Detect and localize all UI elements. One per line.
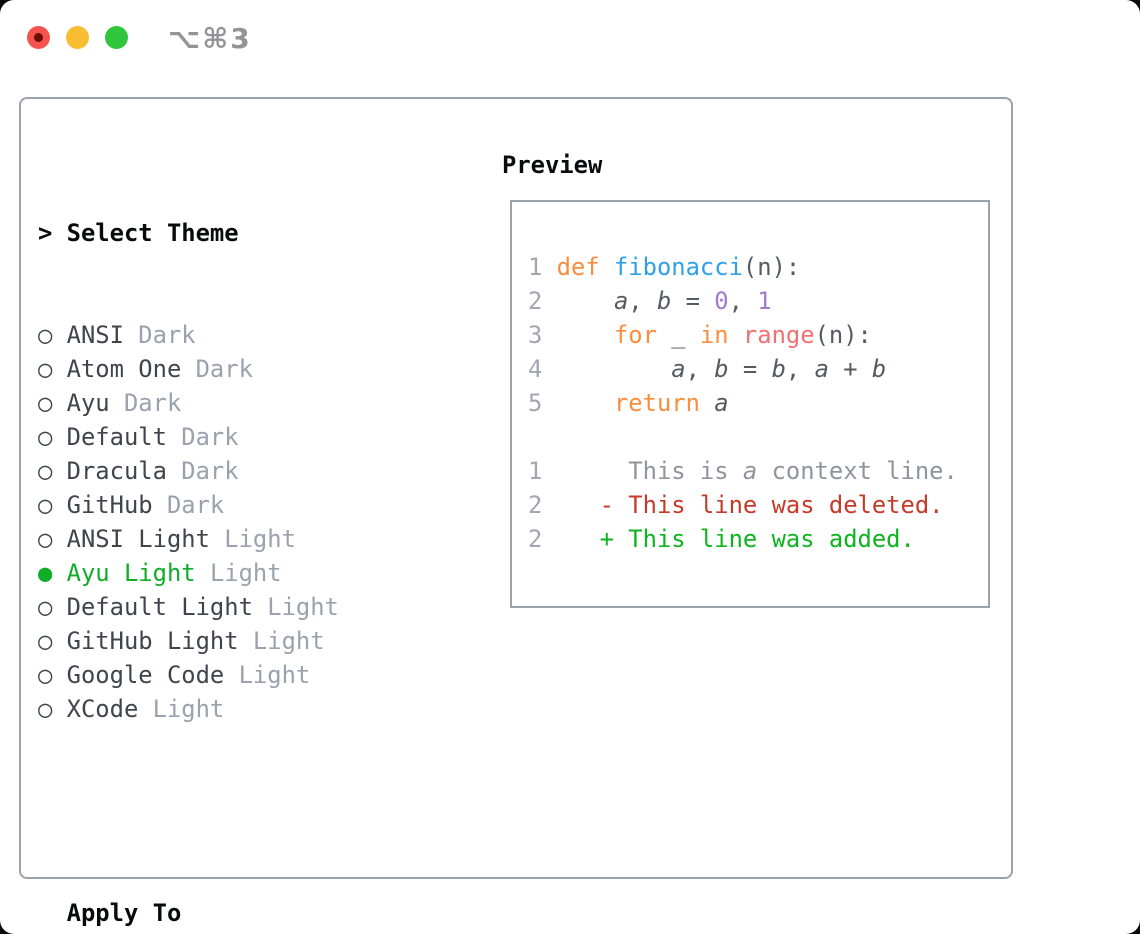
theme-variant: Light <box>267 593 339 621</box>
radio-unselected-icon: ○ <box>38 321 53 349</box>
theme-variant: Dark <box>138 321 196 349</box>
code-line: 1 This is a context line. <box>528 457 958 485</box>
theme-variant: Light <box>224 525 296 553</box>
theme-option-default[interactable]: ○ Default Dark <box>38 420 439 454</box>
radio-unselected-icon: ○ <box>38 355 53 383</box>
theme-variant: Light <box>209 559 282 587</box>
radio-unselected-icon: ○ <box>38 695 53 723</box>
theme-option-ayu[interactable]: ○ Ayu Dark <box>38 386 439 420</box>
radio-unselected-icon: ○ <box>38 627 53 655</box>
theme-option-ansi[interactable]: ○ ANSI Dark <box>38 318 439 352</box>
code-line: 1 def fibonacci(n): <box>528 253 801 281</box>
code-line: 2 - This line was deleted. <box>528 491 944 519</box>
select-theme-header-label: Select Theme <box>66 219 239 247</box>
theme-name: Google Code <box>66 661 225 689</box>
theme-variant: Dark <box>166 491 225 519</box>
theme-name: Default Light <box>66 593 253 621</box>
radio-unselected-icon: ○ <box>38 389 53 417</box>
apply-to-header: Apply To <box>38 896 439 930</box>
theme-name: Ayu <box>66 389 110 417</box>
title-bar: ⌥⌘3 <box>0 0 1140 76</box>
theme-option-github[interactable]: ○ GitHub Dark <box>38 488 439 522</box>
theme-name: Ayu Light <box>66 559 196 587</box>
theme-option-default-light[interactable]: ○ Default Light Light <box>38 590 439 624</box>
theme-option-github-light[interactable]: ○ GitHub Light Light <box>38 624 439 658</box>
radio-unselected-icon: ○ <box>38 491 53 519</box>
theme-variant: Light <box>252 627 325 655</box>
code-line: 5 return a <box>528 389 729 417</box>
theme-option-ayu-light[interactable]: ● Ayu Light Light <box>38 556 439 590</box>
theme-variant: Dark <box>181 457 239 485</box>
close-button[interactable] <box>27 26 50 49</box>
select-theme-header: > Select Theme <box>38 216 439 250</box>
theme-variant: Dark <box>123 389 182 417</box>
theme-name: XCode <box>66 695 139 723</box>
theme-variant: Light <box>152 695 225 723</box>
apply-to-header-label: Apply To <box>66 899 182 927</box>
theme-name: GitHub Light <box>66 627 239 655</box>
theme-name: Atom One <box>66 355 182 383</box>
theme-name: GitHub <box>66 491 153 519</box>
window-title-shortcut: ⌥⌘3 <box>168 22 252 55</box>
theme-option-xcode[interactable]: ○ XCode Light <box>38 692 439 726</box>
theme-option-dracula[interactable]: ○ Dracula Dark <box>38 454 439 488</box>
code-blank-line <box>528 420 958 454</box>
theme-option-atom-one[interactable]: ○ Atom One Dark <box>38 352 439 386</box>
radio-selected-icon: ● <box>38 559 53 587</box>
radio-unselected-icon: ○ <box>38 593 53 621</box>
theme-variant: Dark <box>181 423 239 451</box>
radio-unselected-icon: ○ <box>38 661 53 689</box>
theme-variant: Dark <box>195 355 253 383</box>
preview-box: 1 def fibonacci(n): 2 a, b = 0, 1 3 for _ … <box>510 200 990 608</box>
theme-variant: Light <box>238 661 311 689</box>
radio-unselected-icon: ○ <box>38 423 53 451</box>
radio-unselected-icon: ○ <box>38 525 53 553</box>
left-column: > Select Theme ○ ANSI Dark○ Atom One Dar… <box>38 148 439 934</box>
code-preview: 1 def fibonacci(n): 2 a, b = 0, 1 3 for _ … <box>528 250 958 556</box>
code-line: 2 + This line was added. <box>528 525 915 553</box>
zoom-button[interactable] <box>105 26 128 49</box>
theme-name: Dracula <box>66 457 167 485</box>
theme-option-ansi-light[interactable]: ○ ANSI Light Light <box>38 522 439 556</box>
preview-header: Preview <box>502 151 603 179</box>
theme-option-google-code[interactable]: ○ Google Code Light <box>38 658 439 692</box>
code-line: 4 a, b = b, a + b <box>528 355 887 383</box>
theme-name: ANSI Light <box>66 525 210 553</box>
theme-name: Default <box>66 423 167 451</box>
code-line: 3 for _ in range(n): <box>528 321 872 349</box>
spacer <box>38 794 439 828</box>
theme-list: ○ ANSI Dark○ Atom One Dark○ Ayu Dark○ De… <box>38 318 439 726</box>
focus-caret-icon: > <box>38 219 53 247</box>
code-line: 2 a, b = 0, 1 <box>528 287 772 315</box>
minimize-button[interactable] <box>66 26 89 49</box>
theme-name: ANSI <box>66 321 124 349</box>
radio-unselected-icon: ○ <box>38 457 53 485</box>
